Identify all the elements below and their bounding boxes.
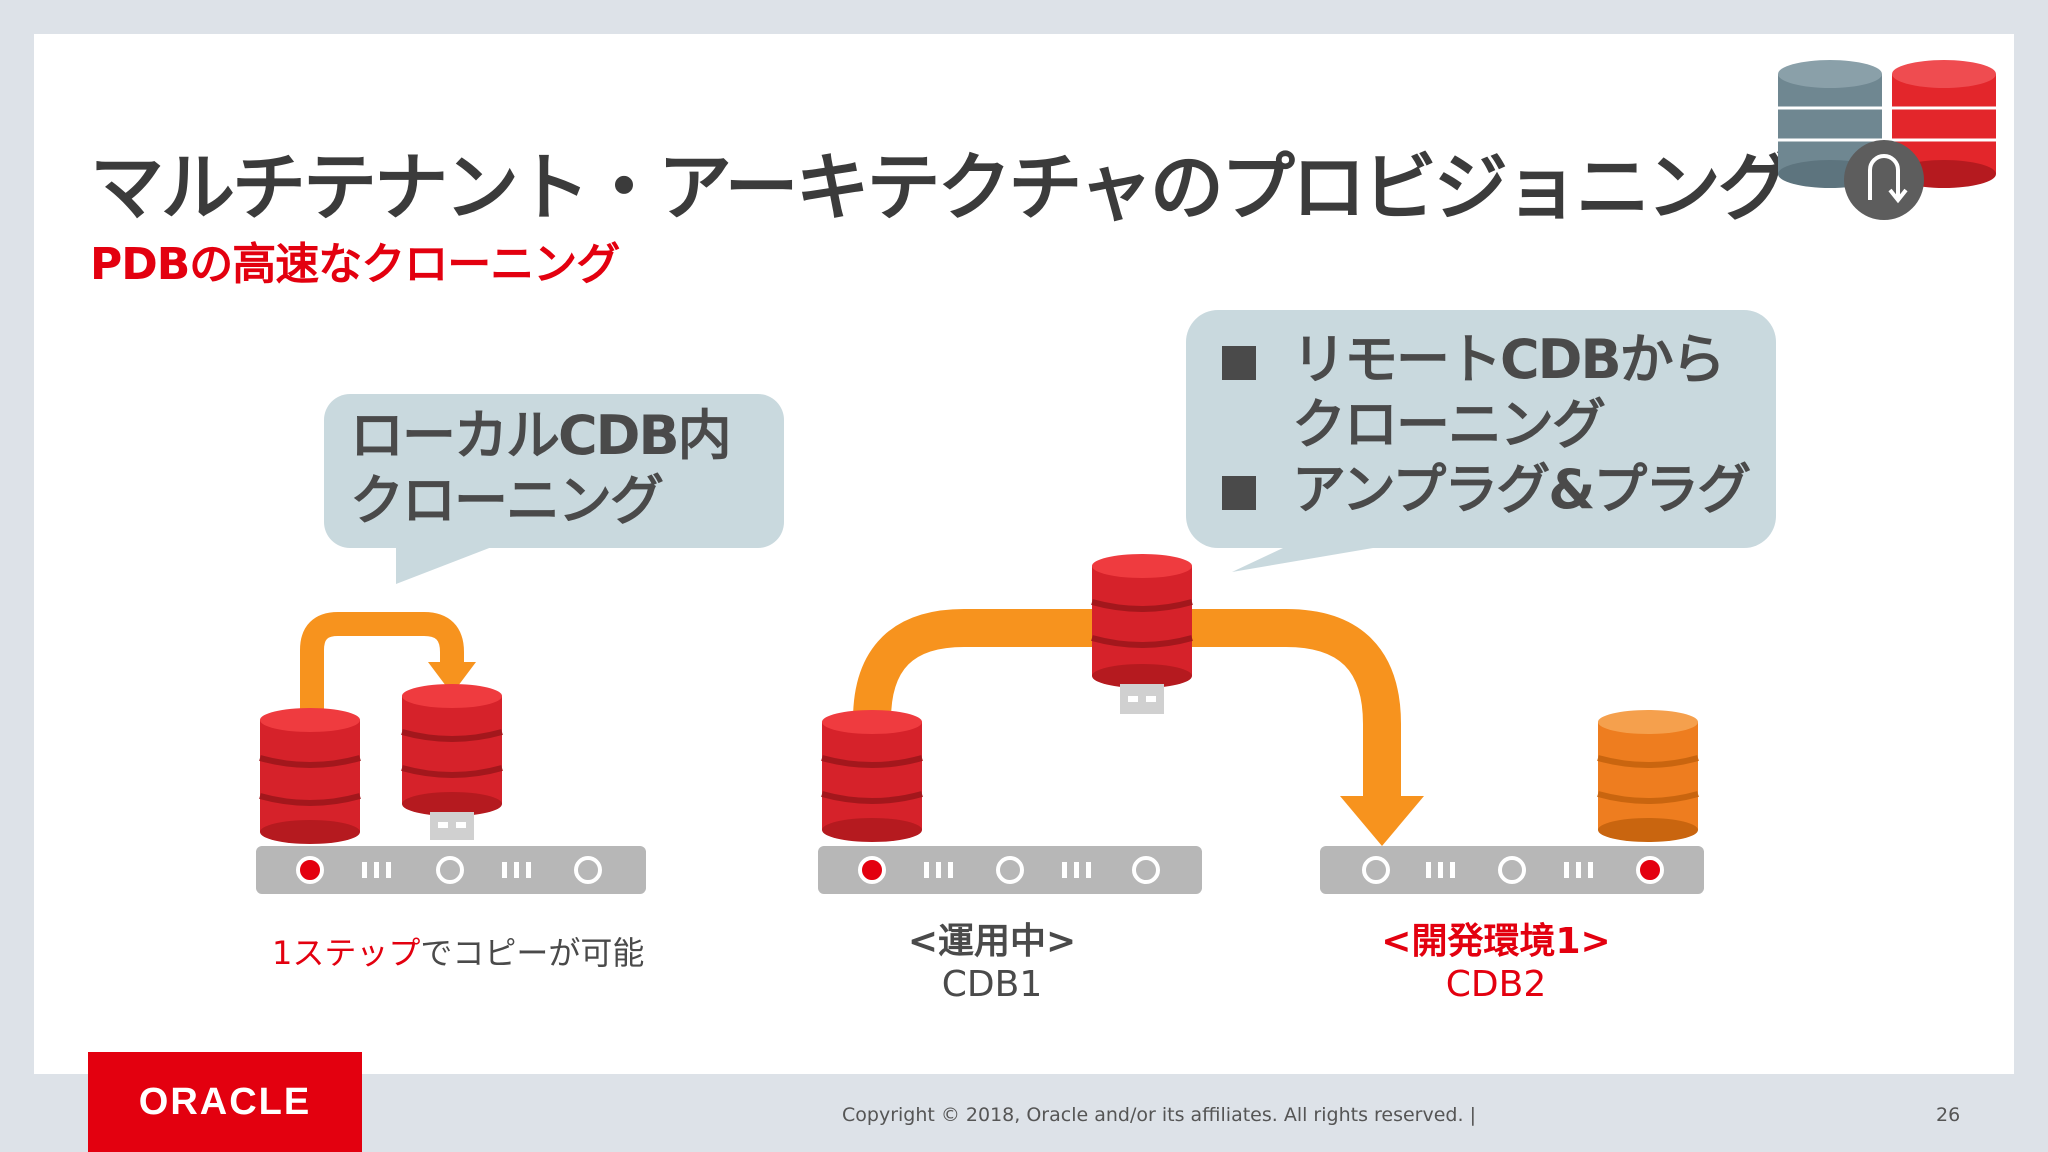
callout-right-bullet-1-line2: クローニング xyxy=(1292,392,1606,456)
server-cdb1 xyxy=(818,846,1202,894)
caption-accent: 1ステップ xyxy=(272,934,421,972)
database-transfer xyxy=(1091,554,1193,714)
slide-subtitle: PDBの高速なクローニング xyxy=(90,239,620,290)
bullet-square-icon xyxy=(1222,475,1256,510)
callout-left-line2: クローニング xyxy=(350,468,664,532)
database-cdb1 xyxy=(821,710,923,842)
bullet-square-icon xyxy=(1222,346,1256,380)
database-clone-icon xyxy=(1778,60,1996,220)
oracle-logo-text: ORACLE xyxy=(138,1080,312,1123)
server-cdb2 xyxy=(1320,846,1704,894)
callout-bubble-left xyxy=(324,394,784,584)
callout-left-text: ローカルCDB内 クローニング xyxy=(350,404,732,534)
oracle-logo: ORACLE xyxy=(88,1052,362,1152)
database-source-local xyxy=(259,708,361,844)
slide-title: マルチテナント・アーキテクチャのプロビジョニング xyxy=(90,145,1792,231)
callout-right-text: リモートCDBから クローニング アンプラグ&プラグ xyxy=(1222,328,1751,523)
slide-background xyxy=(34,34,2014,1074)
cdb2-name: CDB2 xyxy=(1445,964,1547,1005)
callout-bubble-right xyxy=(1186,310,1776,572)
cdb2-label: <開発環境1> CDB2 xyxy=(1346,912,1646,1005)
cdb1-status: <運用中> xyxy=(907,921,1077,962)
callout-right-bullet-1-line1: リモートCDBから xyxy=(1292,328,1726,391)
callout-right-bullet-1: リモートCDBから xyxy=(1222,328,1749,393)
database-cdb2 xyxy=(1597,710,1699,842)
copyright-text: Copyright © 2018, Oracle and/or its affi… xyxy=(842,1104,1476,1126)
cdb1-name: CDB1 xyxy=(941,964,1043,1005)
caption-rest: でコピーが可能 xyxy=(420,934,645,972)
callout-left-line1: ローカルCDB内 xyxy=(350,404,732,467)
server-local xyxy=(256,846,646,894)
cdb1-label: <運用中> CDB1 xyxy=(842,912,1142,1005)
callout-right-bullet-2: アンプラグ&プラグ xyxy=(1222,457,1751,523)
cdb2-status: <開発環境1> xyxy=(1381,921,1611,962)
page-number: 26 xyxy=(1936,1104,1961,1126)
callout-right-bullet-1-continuation: クローニング xyxy=(1222,393,1749,458)
local-clone-arrow xyxy=(300,612,476,714)
local-clone-caption: 1ステップでコピーが可能 xyxy=(272,928,644,974)
callout-right-bullet-2-line1: アンプラグ&プラグ xyxy=(1292,457,1751,521)
database-clone-local xyxy=(401,684,503,840)
remote-clone-arrow xyxy=(853,609,1424,846)
